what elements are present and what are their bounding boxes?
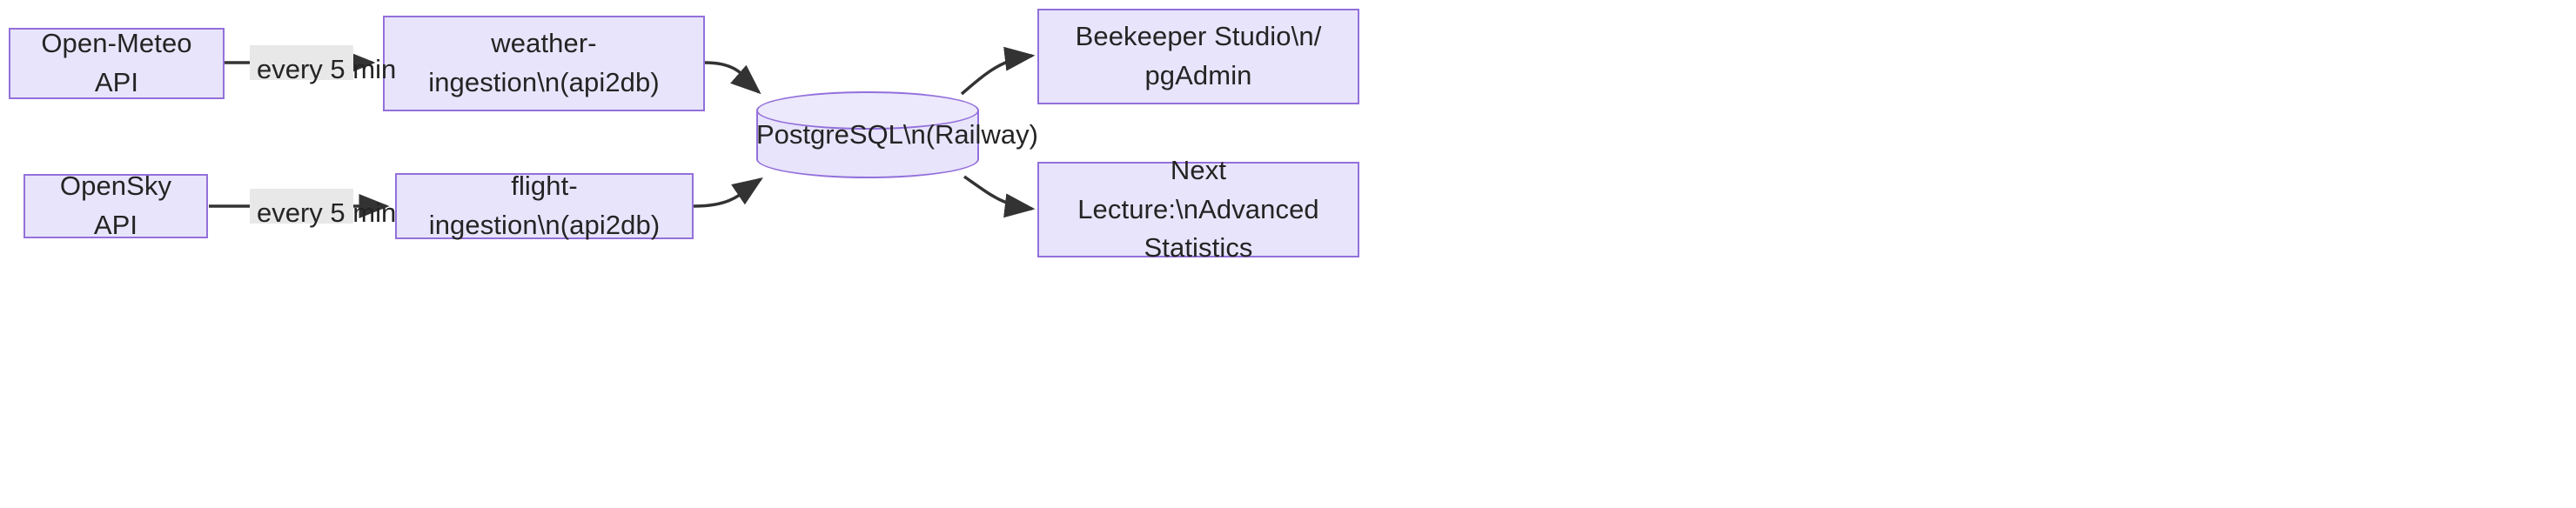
edge-label-opensky-flight: every 5 min <box>250 189 396 228</box>
edge-db-lecture <box>963 175 1036 218</box>
node-label-next-lecture: Next Lecture:\nAdvanced Statistics <box>1077 154 1319 264</box>
node-open-meteo-api[interactable]: Open-Meteo API <box>9 28 225 99</box>
node-opensky-api[interactable]: OpenSky API <box>23 170 208 240</box>
edge-db-beekeeper <box>960 46 1036 96</box>
cylinder-top <box>756 91 979 130</box>
node-flight-ingestion[interactable]: flight-ingestion\n(api2db) <box>395 170 694 240</box>
node-label-open-meteo-api: Open-Meteo API <box>41 28 192 97</box>
node-label-weather-ingestion: weather-ingestion\n(api2db) <box>428 28 660 97</box>
node-label-opensky-api: OpenSky API <box>59 170 172 240</box>
node-label-beekeeper-pgadmin: Beekeeper Studio\n/ pgAdmin <box>1075 21 1322 90</box>
edge-flight-db <box>693 177 763 208</box>
node-postgresql-railway[interactable]: PostgreSQL\n(Railway) <box>756 91 1038 178</box>
node-next-lecture[interactable]: Next Lecture:\nAdvanced Statistics <box>1037 155 1359 263</box>
edge-weather-db <box>704 61 761 95</box>
node-label-flight-ingestion: flight-ingestion\n(api2db) <box>428 170 661 240</box>
edge-label-meteo-weather: every 5 min <box>250 45 396 84</box>
node-beekeeper-pgadmin[interactable]: Beekeeper Studio\n/ pgAdmin <box>1037 9 1359 104</box>
node-label-postgresql-railway: PostgreSQL\n(Railway) <box>756 119 1038 150</box>
node-weather-ingestion[interactable]: weather-ingestion\n(api2db) <box>383 16 705 111</box>
